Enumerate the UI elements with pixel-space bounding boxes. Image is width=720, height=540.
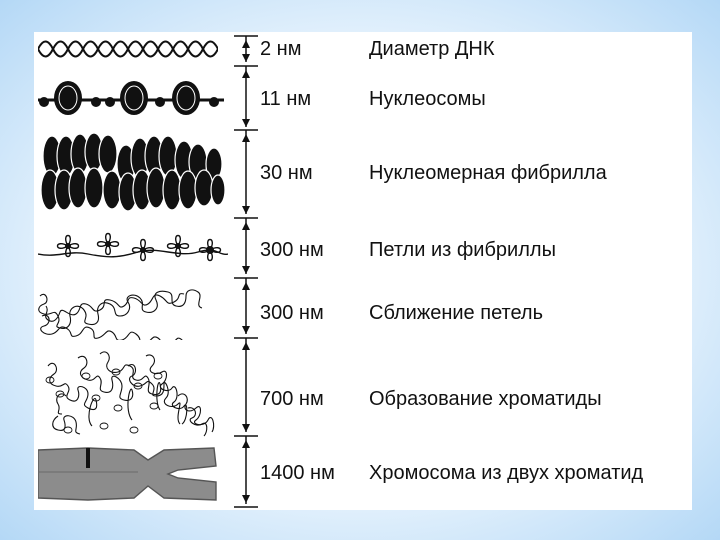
level-row-chromatid: 700 нм Образование хроматиды [34, 346, 692, 452]
slide-panel: 2 нм Диаметр ДНК 11 нм Нуклеосомы [34, 32, 692, 510]
fibril-figure [38, 132, 228, 214]
level-label: Сближение петель [369, 302, 543, 325]
level-label: Петли из фибриллы [369, 239, 556, 262]
level-label: Диаметр ДНК [369, 38, 495, 61]
level-label: Образование хроматиды [369, 388, 602, 411]
nucleosome-beads-figure [38, 74, 228, 124]
level-label: Нуклеосомы [369, 88, 486, 111]
level-label: Нуклеомерная фибрилла [369, 162, 607, 185]
chromatid-formation-figure [38, 346, 228, 452]
level-row-nucleosomes: 11 нм Нуклеосомы [34, 74, 692, 124]
scale-ruler [232, 32, 272, 510]
level-row-condensed-loops: 300 нм Сближение петель [34, 286, 692, 340]
level-row-dna: 2 нм Диаметр ДНК [34, 34, 692, 64]
level-row-fibril: 30 нм Нуклеомерная фибрилла [34, 132, 692, 214]
chromosome-figure [38, 442, 228, 504]
level-row-loops: 300 нм Петли из фибриллы [34, 224, 692, 276]
level-label: Хромосома из двух хроматид [369, 462, 643, 485]
condensed-loops-figure [38, 286, 228, 340]
level-row-chromosome: 1400 нм Хромосома из двух хроматид [34, 442, 692, 504]
dna-helix-figure [38, 34, 218, 64]
fibril-loops-figure [38, 224, 228, 276]
